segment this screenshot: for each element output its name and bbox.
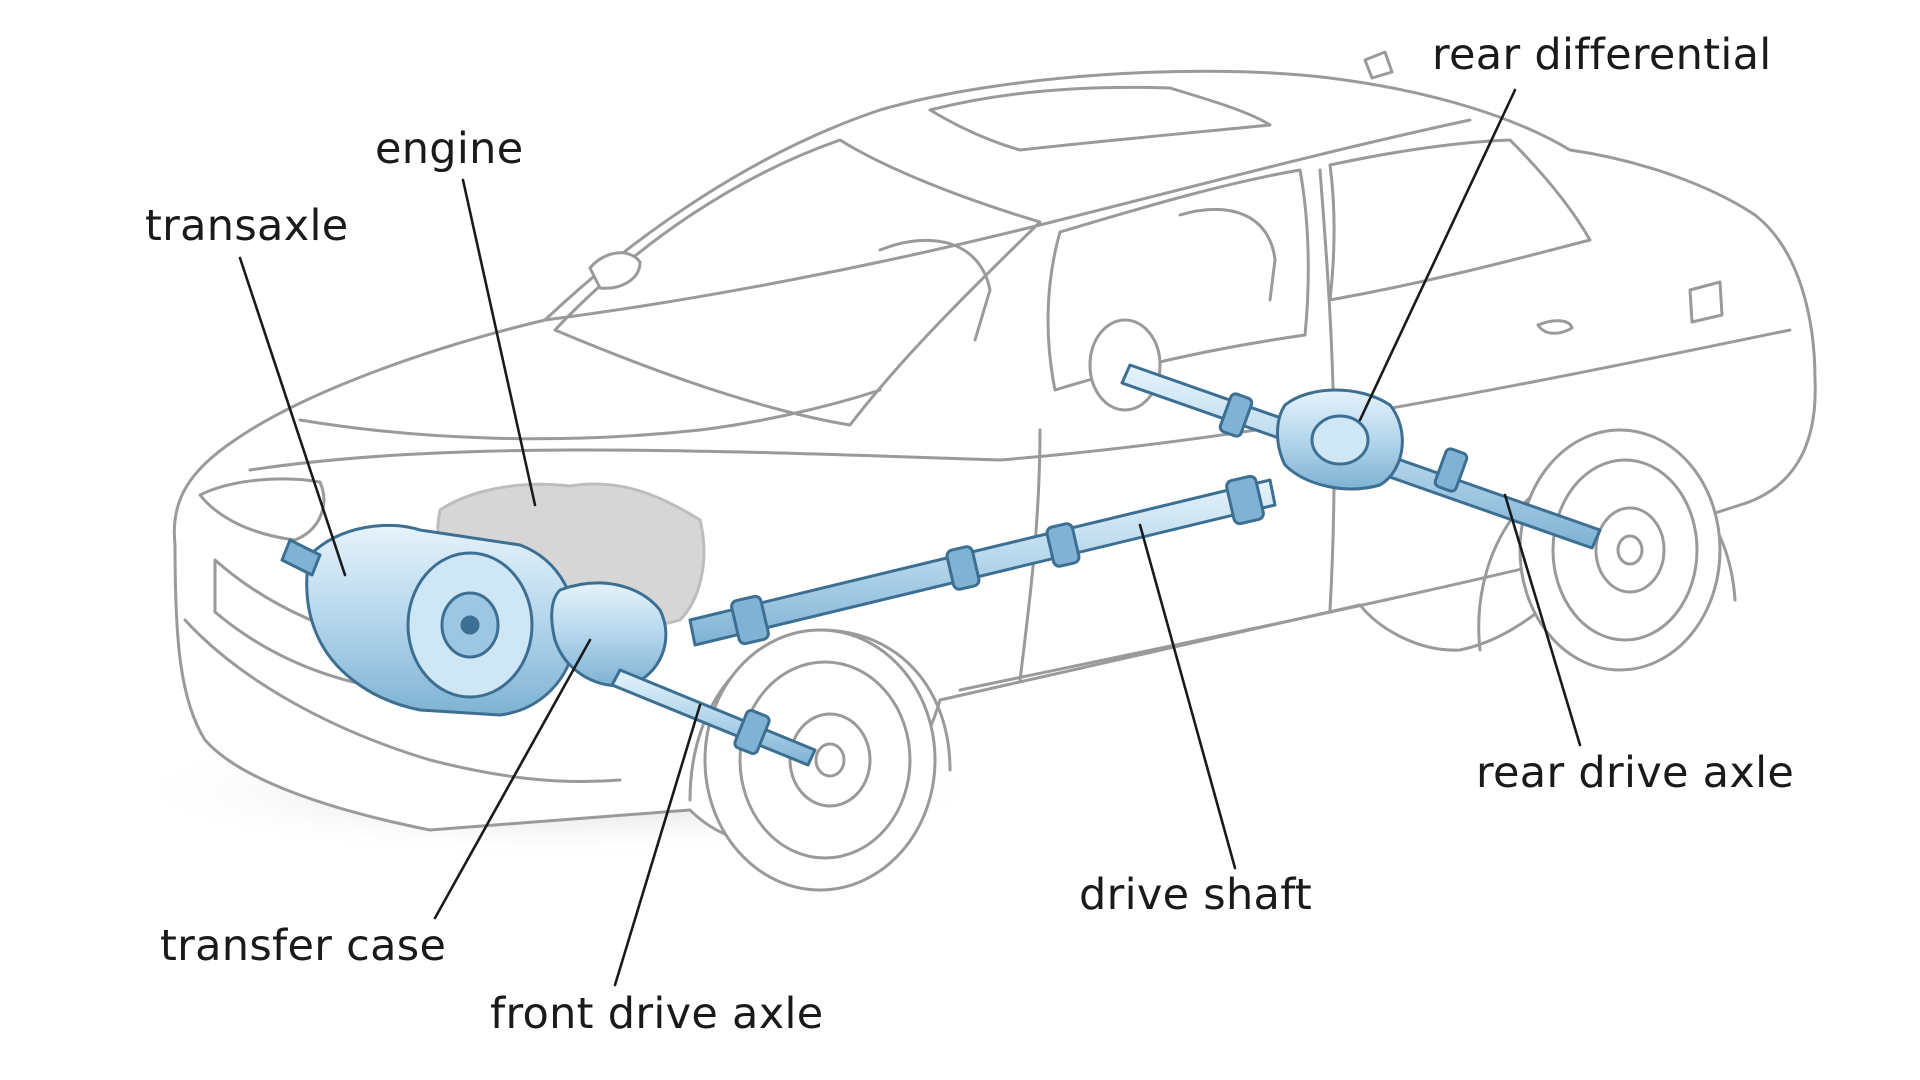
seat-rear xyxy=(1178,207,1277,302)
rear-mirror-fin xyxy=(1363,50,1394,80)
leader-rear-drive-axle xyxy=(1503,493,1582,747)
front-door-window xyxy=(1046,168,1310,392)
headlight xyxy=(198,477,326,542)
label-transfer-case: transfer case xyxy=(160,921,447,971)
rear-wheel xyxy=(1518,428,1722,672)
drivetrain xyxy=(280,363,1602,767)
leader-drive-shaft xyxy=(1138,523,1237,870)
rear-left-hub xyxy=(1088,318,1162,412)
front-wheel xyxy=(703,628,937,892)
drive-shaft xyxy=(688,478,1277,647)
side-mirror xyxy=(588,251,642,290)
label-transaxle: transaxle xyxy=(145,201,349,251)
windshield xyxy=(553,138,1042,427)
leader-transaxle xyxy=(238,256,347,577)
body-crease xyxy=(248,328,1792,472)
door-handle-rear xyxy=(1536,319,1574,335)
hood-line xyxy=(298,388,882,441)
front-bumper xyxy=(183,618,622,784)
leader-lines xyxy=(238,88,1582,987)
rear-door-window xyxy=(1328,138,1592,302)
fuel-door xyxy=(1688,280,1724,324)
leader-front-drive-axle xyxy=(613,703,702,987)
leader-engine xyxy=(461,178,537,507)
seat-front xyxy=(878,238,992,342)
leader-rear-differential xyxy=(1358,88,1517,422)
label-engine: engine xyxy=(375,124,524,174)
rocker-line xyxy=(958,558,1562,692)
b-pillar xyxy=(1318,168,1336,612)
roof-line xyxy=(543,118,1472,322)
label-rear-drive-axle: rear drive axle xyxy=(1476,748,1795,798)
label-front-drive-axle: front drive axle xyxy=(490,989,824,1039)
label-drive-shaft: drive shaft xyxy=(1079,870,1313,920)
sunroof xyxy=(928,85,1272,152)
leader-transfer-case xyxy=(433,638,592,920)
front-left-stub xyxy=(280,538,322,577)
label-rear-differential: rear differential xyxy=(1432,30,1772,80)
